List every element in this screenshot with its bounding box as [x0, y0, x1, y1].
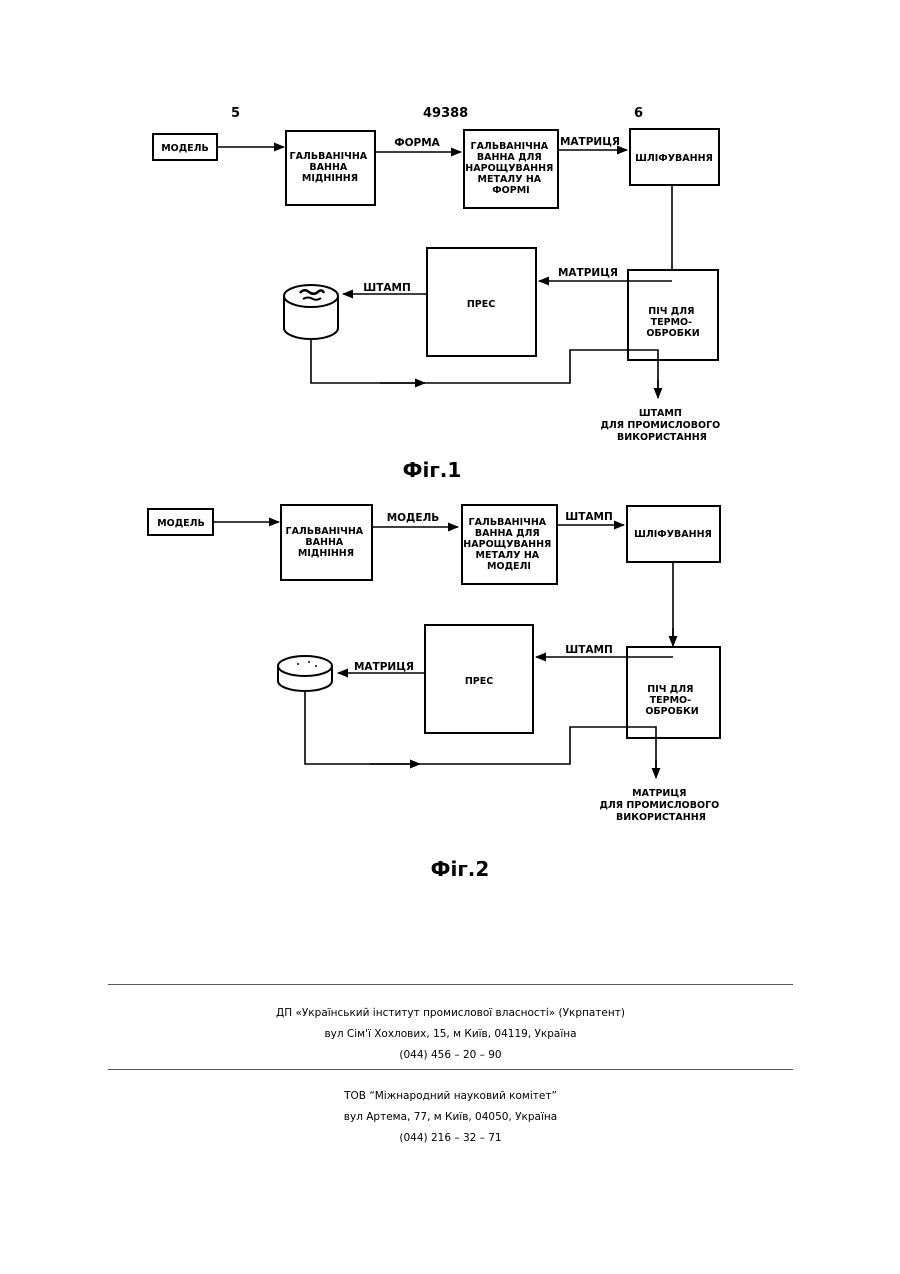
figure-2: МОДЕЛЬ ГАЛЬВАНІЧНА ВАННА МІДНІННЯ МОДЕЛЬ… [148, 505, 723, 881]
fig2-arrow-stamp-label: ШТАМП [565, 511, 613, 523]
fig1-arrow-matrix-label: МАТРИЦЯ [560, 136, 620, 148]
fig2-matrix-disk-icon [278, 656, 332, 691]
fig1-stamp-disk-icon [284, 285, 338, 339]
fig2-arrow-stamp2-label: ШТАМП [565, 644, 613, 656]
fig1-model-label: МОДЕЛЬ [161, 143, 209, 154]
fig2-grinding-label: ШЛІФУВАННЯ [634, 529, 712, 540]
footer-org1: ДП «Український інститут промислової вла… [108, 1003, 793, 1024]
footer-org2: ТОВ “Міжнародний науковий комітет” [108, 1086, 793, 1107]
fig2-output-label: МАТРИЦЯ ДЛЯ ПРОМИСЛОВОГО ВИКОРИСТАННЯ [599, 788, 722, 823]
footer-addr1: вул Сім'ї Хохлових, 15, м Київ, 04119, У… [108, 1024, 793, 1045]
footer-addr2: вул Артема, 77, м Київ, 04050, Україна [108, 1107, 793, 1128]
fig1-output-label: ШТАМП ДЛЯ ПРОМИСЛОВОГО ВИКОРИСТАННЯ [600, 408, 723, 443]
footer-rule-top [108, 984, 793, 985]
footer-printer-block: ТОВ “Міжнародний науковий комітет” вул А… [108, 1086, 793, 1149]
fig2-furnace-label: ПІЧ ДЛЯ ТЕРМО- ОБРОБКИ [645, 684, 698, 717]
fig1-arrow-matrix2-label: МАТРИЦЯ [558, 267, 618, 279]
fig2-model-label: МОДЕЛЬ [157, 518, 205, 529]
fig2-arrow-model-label: МОДЕЛЬ [387, 512, 440, 524]
figure-1: МОДЕЛЬ ГАЛЬВАНІЧНА ВАННА МІДНІННЯ ФОРМА … [153, 129, 724, 482]
footer-phone2: (044) 216 – 32 – 71 [108, 1128, 793, 1149]
footer-publisher-block: ДП «Український інститут промислової вла… [108, 1003, 793, 1066]
fig2-press-label: ПРЕС [465, 676, 493, 687]
fig2-arrow-matrix-label: МАТРИЦЯ [354, 661, 414, 673]
fig1-caption: Фіг.1 [403, 458, 462, 482]
footer-rule-middle [108, 1069, 793, 1070]
fig1-arrow-stamp-label: ШТАМП [363, 282, 411, 294]
footer-phone1: (044) 456 – 20 – 90 [108, 1045, 793, 1066]
fig1-press-label: ПРЕС [467, 299, 495, 310]
fig2-caption: Фіг.2 [431, 857, 490, 881]
fig1-grinding-label: ШЛІФУВАННЯ [635, 153, 713, 164]
fig1-arrow-form-label: ФОРМА [394, 137, 440, 149]
fig1-furnace-label: ПІЧ ДЛЯ ТЕРМО- ОБРОБКИ [646, 306, 699, 339]
